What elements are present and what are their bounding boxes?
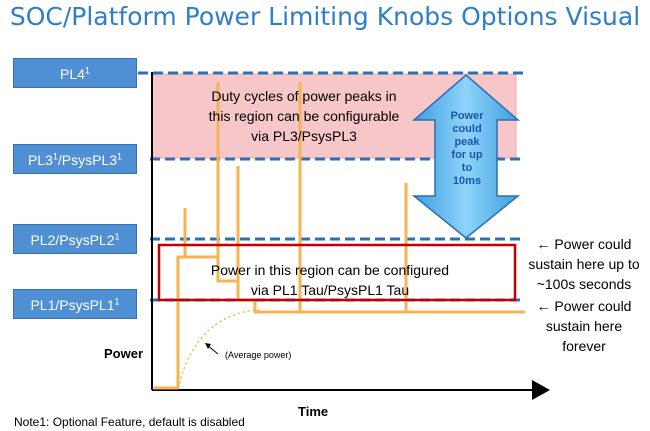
label-pl2: PL2/PsysPL21 xyxy=(13,224,137,254)
pl1-tau-region xyxy=(157,243,517,302)
pl1-tau-region-text: Power in this region can be configured v… xyxy=(210,262,450,298)
pl2-annotation: ← Power could sustain here up to ~100s s… xyxy=(528,236,640,292)
peak-double-arrow xyxy=(411,74,521,239)
average-power-label: (Average power) xyxy=(225,350,292,360)
power-trace xyxy=(154,82,525,390)
page-title: SOC/Platform Power Limiting Knobs Option… xyxy=(9,2,641,31)
peak-arrow-label: Power could peak for up to 10ms xyxy=(450,110,484,187)
pl1-annotation: ← Power could sustain here forever xyxy=(536,298,632,354)
label-pl4: PL41 xyxy=(13,58,137,88)
x-axis-label: Time xyxy=(298,404,329,419)
footnote: Note1: Optional Feature, default is disa… xyxy=(14,415,245,429)
label-pl3: PL31/PsysPL31 xyxy=(13,144,137,174)
y-axis-label: Power xyxy=(104,346,144,361)
pl3-region-text: Duty cycles of power peaks in this regio… xyxy=(208,88,400,144)
label-pl1: PL1/PsysPL11 xyxy=(13,289,137,319)
average-power-curve xyxy=(177,309,262,389)
